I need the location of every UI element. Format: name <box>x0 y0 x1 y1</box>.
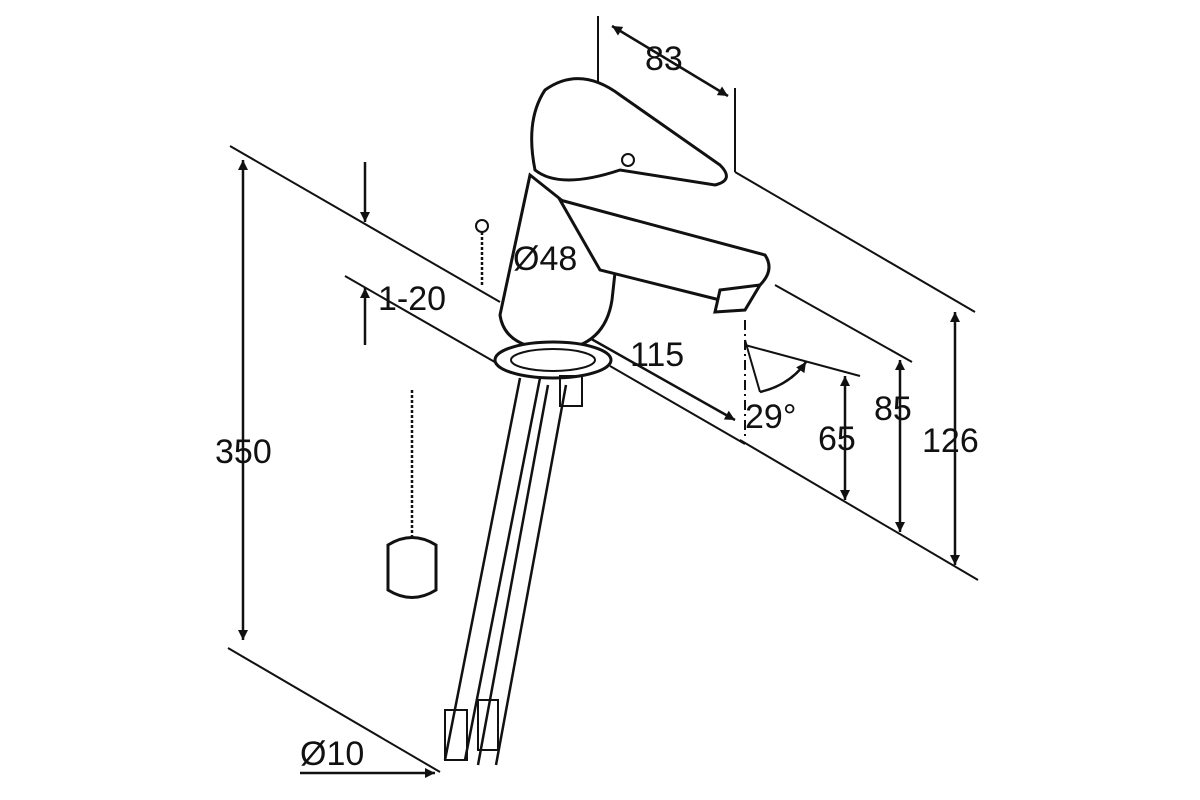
dim-350: 350 <box>215 433 272 471</box>
dim-85: 85 <box>874 390 912 428</box>
dim-65: 65 <box>818 420 856 458</box>
dim-83: 83 <box>645 40 683 78</box>
dim-29-deg: 29° <box>745 398 796 436</box>
dim-115: 115 <box>630 336 684 374</box>
dimension-arrows <box>238 24 960 778</box>
dim-1-20: 1-20 <box>378 280 446 318</box>
faucet <box>443 77 771 766</box>
accessories <box>386 219 489 599</box>
dim-diameter-10: Ø10 <box>300 735 364 773</box>
dim-126: 126 <box>922 422 979 460</box>
dim-diameter-48: Ø48 <box>513 240 577 278</box>
